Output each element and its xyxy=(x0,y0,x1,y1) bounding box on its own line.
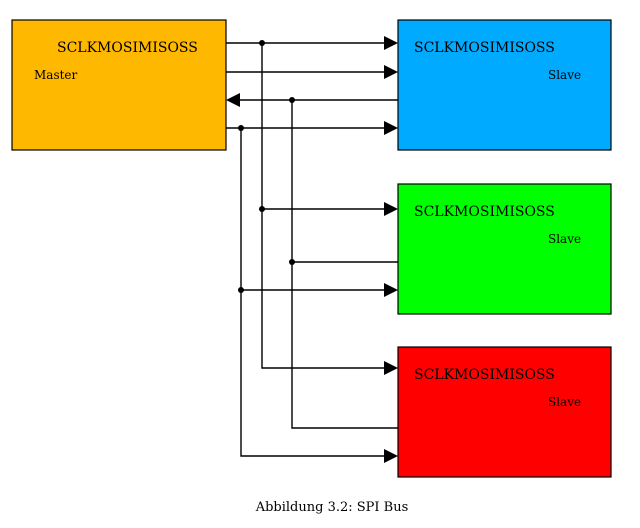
junction-dot xyxy=(238,125,244,131)
arrow-icon xyxy=(384,36,398,50)
arrow-icon xyxy=(384,65,398,79)
master-box xyxy=(11,19,227,151)
junction-dot xyxy=(259,40,265,46)
master-role-label: Master xyxy=(34,68,78,82)
slave-3-role-label: Slave xyxy=(548,395,581,409)
bus-wires xyxy=(226,42,398,457)
slave-block-3: SCLKMOSIMISOSS Slave xyxy=(397,346,612,478)
sclk-bus-vertical xyxy=(261,43,396,369)
junction-dot xyxy=(238,287,244,293)
slave-box-red xyxy=(397,346,612,478)
junction-dot xyxy=(289,259,295,265)
junction-dot xyxy=(289,97,295,103)
arrow-icon xyxy=(384,361,398,375)
slave-1-pins-label: SCLKMOSIMISOSS xyxy=(414,40,555,56)
ss-bus-vertical xyxy=(240,128,396,457)
arrow-icon xyxy=(384,449,398,463)
arrow-icon xyxy=(226,93,240,107)
slave-block-2: SCLKMOSIMISOSS Slave xyxy=(397,183,612,315)
slave-block-1: SCLKMOSIMISOSS Slave xyxy=(397,19,612,151)
slave-3-pins-label: SCLKMOSIMISOSS xyxy=(414,367,555,383)
master-block: SCLKMOSIMISOSS Master xyxy=(11,19,227,151)
figure-caption: Abbildung 3.2: SPI Bus xyxy=(255,500,409,515)
slave-box-green xyxy=(397,183,612,315)
miso-bus-vertical xyxy=(291,100,398,429)
slave-2-role-label: Slave xyxy=(548,232,581,246)
junction-dot xyxy=(259,206,265,212)
arrow-icon xyxy=(384,283,398,297)
arrowheads xyxy=(226,36,398,463)
slave-2-pins-label: SCLKMOSIMISOSS xyxy=(414,204,555,220)
junction-dots xyxy=(238,40,295,293)
slave-1-role-label: Slave xyxy=(548,68,581,82)
arrow-icon xyxy=(384,202,398,216)
slave-box-blue xyxy=(397,19,612,151)
master-pins-label: SCLKMOSIMISOSS xyxy=(57,40,198,56)
arrow-icon xyxy=(384,121,398,135)
